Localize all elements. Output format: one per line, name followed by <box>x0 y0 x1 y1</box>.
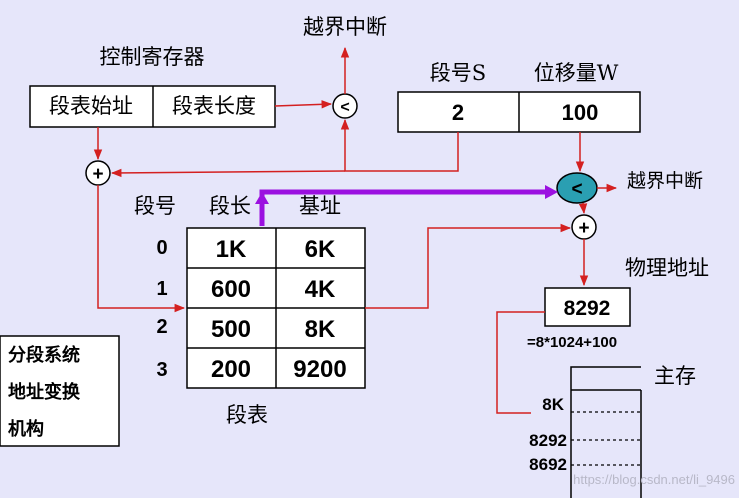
adder-left: + <box>85 160 111 186</box>
comparator-top: < <box>332 93 358 119</box>
adder-right: + <box>571 214 597 240</box>
memory-mark-8292: 8292 <box>529 431 567 450</box>
header-segment-number: 段号 <box>134 194 176 218</box>
plus-symbol-left: + <box>92 164 103 185</box>
physical-address-label: 物理地址 <box>625 256 709 280</box>
row-segment-length: 200 <box>211 356 251 383</box>
interrupt-label-top: 越界中断 <box>303 15 387 39</box>
plus-symbol-right: + <box>578 218 589 239</box>
memory-mark-8692: 8692 <box>529 455 567 474</box>
row-base-address: 4K <box>305 276 336 303</box>
control-register-box: 段表始址 段表长度 <box>29 85 276 128</box>
row-base-address: 8K <box>305 316 336 343</box>
comparator-right: < <box>556 172 598 204</box>
segment-table: 0 1K 6K 1 600 4K 2 500 8K 3 200 9200 <box>156 227 366 389</box>
memory-mark-8k: 8K <box>542 395 564 414</box>
offset-label: 位移量W <box>534 61 619 85</box>
side-label-box: 分段系统 地址变换 机构 <box>0 335 120 447</box>
segment-number-label: 段号S <box>430 61 486 85</box>
physical-address-value: 8292 <box>564 297 611 320</box>
connectors <box>93 46 618 414</box>
row-segment-number: 3 <box>156 359 167 381</box>
segment-table-caption: 段表 <box>226 403 268 427</box>
less-than-symbol-top: < <box>340 99 349 116</box>
segment-table-base-label: 段表始址 <box>49 94 133 118</box>
side-label-line-1: 分段系统 <box>8 344 80 366</box>
row-segment-length: 600 <box>211 276 251 303</box>
row-segment-number: 1 <box>156 278 167 300</box>
side-label-line-3: 机构 <box>8 418 44 440</box>
side-label-line-2: 地址变换 <box>8 381 81 403</box>
physical-address-box: 8292 <box>544 287 631 327</box>
table-row: 2 500 8K <box>156 316 336 343</box>
row-segment-number: 2 <box>156 316 167 338</box>
less-than-symbol-right: < <box>571 179 582 200</box>
physical-address-formula: =8*1024+100 <box>527 334 617 351</box>
logical-address-box: 2 100 <box>397 91 641 133</box>
main-memory-label: 主存 <box>654 364 696 388</box>
watermark: https://blog.csdn.net/li_9496 <box>573 472 735 487</box>
segment-table-headers: 段号 段长 基址 <box>134 194 341 218</box>
row-segment-number: 0 <box>156 237 167 259</box>
control-register-title: 控制寄存器 <box>100 45 205 69</box>
interrupt-label-right: 越界中断 <box>627 170 703 192</box>
offset-value: 100 <box>562 100 599 125</box>
row-segment-length: 1K <box>216 236 247 263</box>
row-segment-length: 500 <box>211 316 251 343</box>
row-base-address: 6K <box>305 236 336 263</box>
main-memory-block <box>570 366 642 498</box>
header-segment-length: 段长 <box>209 194 251 218</box>
table-row: 3 200 9200 <box>156 356 346 383</box>
segment-number-value: 2 <box>452 100 464 125</box>
row-base-address: 9200 <box>293 356 346 383</box>
table-row: 1 600 4K <box>156 276 336 303</box>
table-row: 0 1K 6K <box>156 236 336 263</box>
length-compare-path <box>255 185 558 226</box>
header-base-address: 基址 <box>299 194 341 218</box>
segment-table-length-label: 段表长度 <box>172 94 256 118</box>
